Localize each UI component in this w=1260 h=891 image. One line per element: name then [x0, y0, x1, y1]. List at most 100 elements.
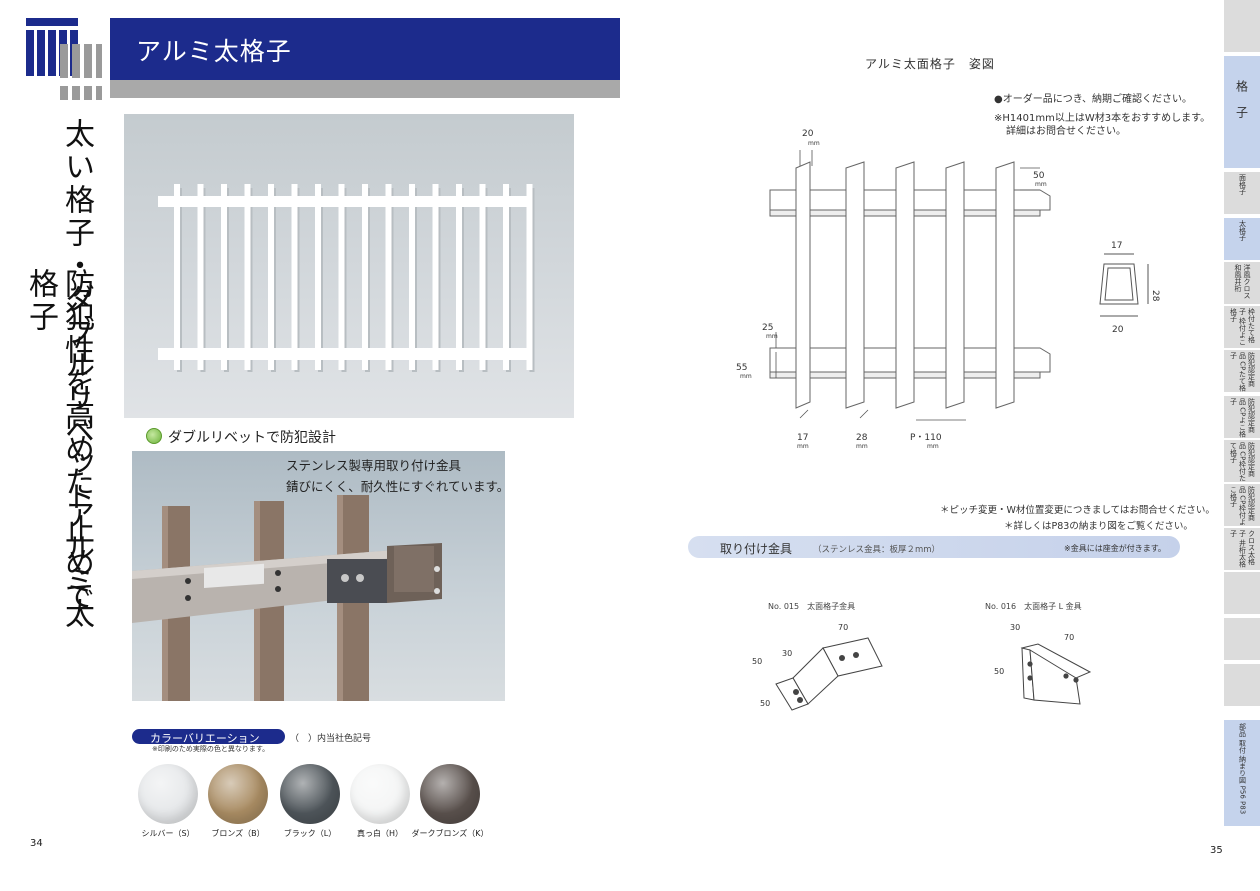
photo-caption-durability: 錆びにくく、耐久性にすぐれています。 [286, 479, 510, 494]
lattice-bar [409, 184, 415, 370]
lattice-bar [526, 184, 533, 370]
lattice-bar [174, 184, 180, 370]
side-tab[interactable]: 枠付たて格子 枠付よこ格子 [1224, 306, 1260, 348]
color-swatch-label: ブラック（L） [283, 829, 337, 838]
side-tab[interactable]: 防犯認定商品 CP枠付よこ格子 [1224, 484, 1260, 526]
side-tab-label: 面格子 [1238, 174, 1247, 195]
dim-unit: mm [797, 443, 809, 450]
feature-label: ダブルリベットで防犯設計 [168, 430, 336, 446]
color-variation-badge [132, 729, 285, 744]
section-bottom-width: 20 [1112, 325, 1124, 335]
lattice-bar [291, 184, 298, 370]
note-order: ●オーダー品につき、納期ご確認ください。 [994, 94, 1193, 105]
page-title: アルミ太格子 [136, 37, 292, 66]
fitting-015-dim-50b: 50 [760, 699, 770, 708]
note-h1401: ※H1401mm以上はW材3本をおすすめします。 [994, 113, 1211, 124]
rivet-closeup-photo [132, 451, 505, 701]
fitting-washer-note: ※金具には座金が付きます。 [1064, 544, 1166, 553]
side-tab-parts-label: 部品 取付 納まり図 P56 P83 [1238, 723, 1247, 815]
photo-caption-bracket: ステンレス製専用取り付け金具 [286, 458, 462, 473]
fitting-015-diagram: 70 30 50 50 [752, 623, 883, 711]
fitting-015-dim-30: 30 [782, 649, 792, 658]
note-pitch-change: ＊ピッチ変更・W材位置変更につきましてはお問合せください。 [940, 505, 1215, 516]
color-code-note: （ ）内当社色記号 [290, 734, 372, 744]
product-photo [124, 114, 574, 418]
dim-bar-thickness: 17 [797, 433, 808, 443]
fitting-016-dim-30: 30 [1010, 623, 1020, 632]
lattice-bar [456, 184, 462, 370]
fitting-016-dim-70: 70 [1064, 633, 1074, 642]
fitting-subtitle: （ステンレス金具：板厚２mm） [813, 545, 941, 555]
dim-top-height: 50 [1033, 171, 1045, 181]
side-tab-label: 防犯認定商品 CP枠付よこ格子 [1229, 486, 1256, 526]
side-tab-label: クロス太格子 井桁太格子 [1229, 530, 1256, 568]
side-tab-label: 防犯認定商品 CP枠付たて格子 [1229, 442, 1256, 482]
color-print-note: ※印刷のため実際の色と異なります。 [152, 745, 270, 753]
lattice-bottom-rail [158, 348, 532, 360]
side-tab-label: 防犯認定商品 CPたて格子 [1229, 352, 1256, 392]
side-tab[interactable]: 防犯認定商品 CPたて格子 [1224, 350, 1260, 392]
color-swatch [350, 764, 410, 824]
fitting-015-dim-50a: 50 [752, 657, 762, 666]
lattice-bar [338, 184, 345, 370]
dim-bar-width: 20 [802, 129, 814, 139]
dim-bottom-height: 55 [736, 363, 747, 373]
dim-bar-depth: 28 [856, 433, 868, 443]
fitting-section-bar [688, 536, 1180, 558]
color-swatch [420, 764, 480, 824]
lattice-bar [221, 184, 227, 370]
fitting-016-diagram: 30 70 50 [994, 623, 1092, 705]
section-top-width: 17 [1111, 241, 1122, 251]
vertical-headline-col1: 太い格子・ダブルリベット止めで [59, 118, 94, 613]
side-tab[interactable]: クロス太格子 井桁太格子 [1224, 528, 1260, 570]
feature-bullet-icon [146, 428, 162, 444]
side-tab[interactable]: 防犯認定商品 CP枠付たて格子 [1224, 440, 1260, 482]
side-tab-blank [1224, 572, 1260, 614]
side-tab[interactable]: 面格子 [1224, 172, 1260, 214]
lattice-bar [479, 184, 486, 370]
side-tab-label: 枠付たて格子 枠付よこ格子 [1229, 308, 1256, 346]
color-swatch [208, 764, 268, 824]
lattice-top-rail [158, 196, 532, 207]
lattice-bar [268, 184, 274, 370]
color-swatch [280, 764, 340, 824]
page-header-band [110, 18, 620, 80]
dim-unit: mm [1035, 181, 1047, 188]
side-tab[interactable]: 太格子 [1224, 218, 1260, 260]
brand-logo [26, 18, 102, 100]
side-tab-blank [1224, 618, 1260, 660]
lattice-bar [432, 184, 439, 370]
bar-section-diagram: 17 28 20 [1099, 241, 1160, 335]
page-number-left: 34 [30, 838, 43, 849]
side-tab-label: 洋風クロス 和風井桁 [1234, 264, 1251, 299]
color-swatch [138, 764, 198, 824]
color-swatch-label: ブロンズ（B） [211, 829, 265, 838]
note-inquiry: 詳細はお問合せください。 [1006, 126, 1126, 137]
side-tab[interactable]: 防犯認定商品 CPよこ格子 [1224, 396, 1260, 438]
dim-unit: mm [766, 333, 778, 340]
diagram-title: アルミ太面格子 姿図 [865, 57, 995, 71]
side-tab-blank [1224, 664, 1260, 706]
side-tab-lattice[interactable]: 格子 [1224, 56, 1260, 168]
page-header-underline [110, 80, 620, 98]
vertical-headline-col2: 防犯性を高めたアルミ太格子 [23, 268, 94, 631]
dim-unit: mm [856, 443, 868, 450]
note-see-p83: ＊詳しくはP83の納まり図をご覧ください。 [1004, 521, 1193, 532]
side-tab-label: 防犯認定商品 CPよこ格子 [1229, 398, 1256, 438]
side-tab-parts[interactable]: 部品 取付 納まり図 P56 P83 [1224, 720, 1260, 826]
dim-unit: mm [927, 443, 939, 450]
lattice-bar [244, 184, 251, 370]
side-tab-lattice-label: 格子 [1234, 80, 1249, 132]
lattice-bar [315, 184, 321, 370]
color-swatch-label: シルバー（S） [141, 829, 195, 838]
fitting-015-dim-70: 70 [838, 623, 848, 632]
lattice-bar [197, 184, 204, 370]
color-swatch-label: 真っ白（H） [356, 829, 403, 838]
fitting-015-label: No. 015 太面格子金具 [768, 602, 856, 611]
lattice-bar [385, 184, 392, 370]
section-height: 28 [1150, 290, 1160, 302]
side-tab[interactable]: 洋風クロス 和風井桁 [1224, 262, 1260, 304]
side-tab-blank-top [1224, 0, 1260, 52]
page-number-right: 35 [1210, 845, 1223, 856]
lattice-bar [362, 184, 368, 370]
